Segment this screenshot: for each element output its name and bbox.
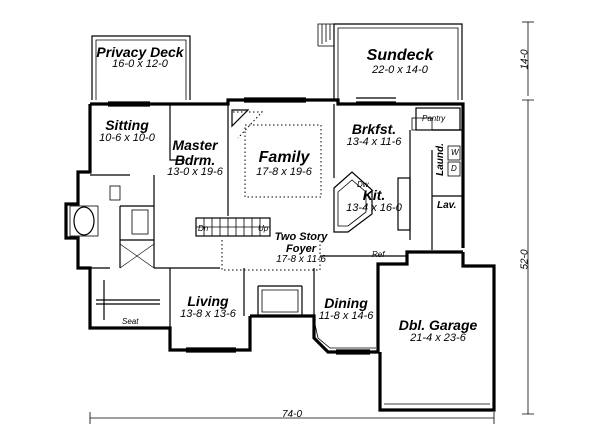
room-breakfast: Brkfst. 13-4 x 11-6: [338, 122, 410, 148]
overall-depth-dimension: 52-0: [519, 249, 531, 270]
room-garage: Dbl. Garage 21-4 x 23-6: [388, 318, 488, 344]
windows: [108, 97, 396, 355]
refrigerator-label: Ref: [372, 250, 385, 259]
seat-label: Seat: [122, 317, 139, 326]
room-name: Dining: [324, 295, 368, 311]
lav-label: Lav.: [437, 200, 457, 211]
room-master-bedroom: Master Bdrm. 13-0 x 19-6: [162, 138, 228, 179]
room-name: Privacy Deck: [96, 44, 184, 60]
laundry-label: Laund.: [434, 143, 446, 176]
room-privacy-deck: Privacy Deck 16-0 x 12-0: [96, 45, 184, 71]
front-porch: [257, 285, 303, 316]
room-dims: 10-6 x 10-0: [99, 131, 155, 144]
pantry-label: Pantry: [422, 114, 446, 123]
dryer-label: D: [451, 164, 457, 173]
stairs: [195, 217, 271, 237]
room-dims: 13-4 x 16-0: [346, 201, 402, 214]
dishwasher-label: Dw: [357, 180, 369, 189]
pantry-closet: [415, 107, 461, 131]
deck-depth-dimension: 14-0: [519, 49, 531, 70]
room-sundeck: Sundeck 22-0 x 14-0: [350, 47, 450, 76]
room-dims: 11-8 x 14-6: [318, 309, 374, 322]
room-foyer: Two Story Foyer 17-8 x 11-6: [266, 231, 336, 266]
room-dims: 16-0 x 12-0: [112, 58, 168, 70]
overall-width-dimension: 74-0: [282, 409, 303, 420]
room-dims: 22-0 x 14-0: [372, 63, 428, 76]
room-kitchen: Kit. 13-4 x 16-0: [338, 188, 410, 214]
room-name: Master Bdrm.: [172, 137, 218, 168]
stairs-up-label: Up: [258, 224, 269, 233]
family-tray-ceiling: [244, 124, 322, 198]
privacy-deck: [91, 35, 191, 100]
room-name: Two Story Foyer: [274, 231, 328, 255]
room-dims: 17-8 x 11-6: [276, 254, 326, 266]
room-dims: 13-8 x 13-6: [180, 307, 236, 320]
room-dims: 17-8 x 19-6: [256, 165, 312, 178]
room-dims: 13-4 x 11-6: [346, 135, 402, 148]
master-bath: [69, 185, 155, 269]
room-sitting: Sitting 10-6 x 10-0: [92, 118, 162, 144]
sundeck: [317, 23, 463, 100]
room-dining: Dining 11-8 x 14-6: [314, 296, 378, 322]
stairs-down-label: Dn: [198, 224, 209, 233]
room-name: Family: [258, 149, 310, 166]
room-name: Sundeck: [366, 47, 434, 64]
room-name: Brkfst.: [351, 121, 397, 137]
room-name: Kit.: [362, 187, 386, 203]
room-name: Dbl. Garage: [398, 317, 478, 333]
dimension-lines: [89, 21, 534, 424]
room-name: Sitting: [105, 117, 149, 133]
washer-label: W: [451, 148, 459, 157]
room-dims: 21-4 x 23-6: [410, 331, 466, 344]
room-dims: 13-0 x 19-6: [167, 166, 223, 179]
room-living: Living 13-8 x 13-6: [172, 294, 244, 320]
family-fireplace-outline: [233, 111, 264, 139]
room-name: Living: [187, 293, 229, 309]
room-family: Family 17-8 x 19-6: [248, 149, 320, 178]
laundry-appliances: [447, 145, 461, 177]
